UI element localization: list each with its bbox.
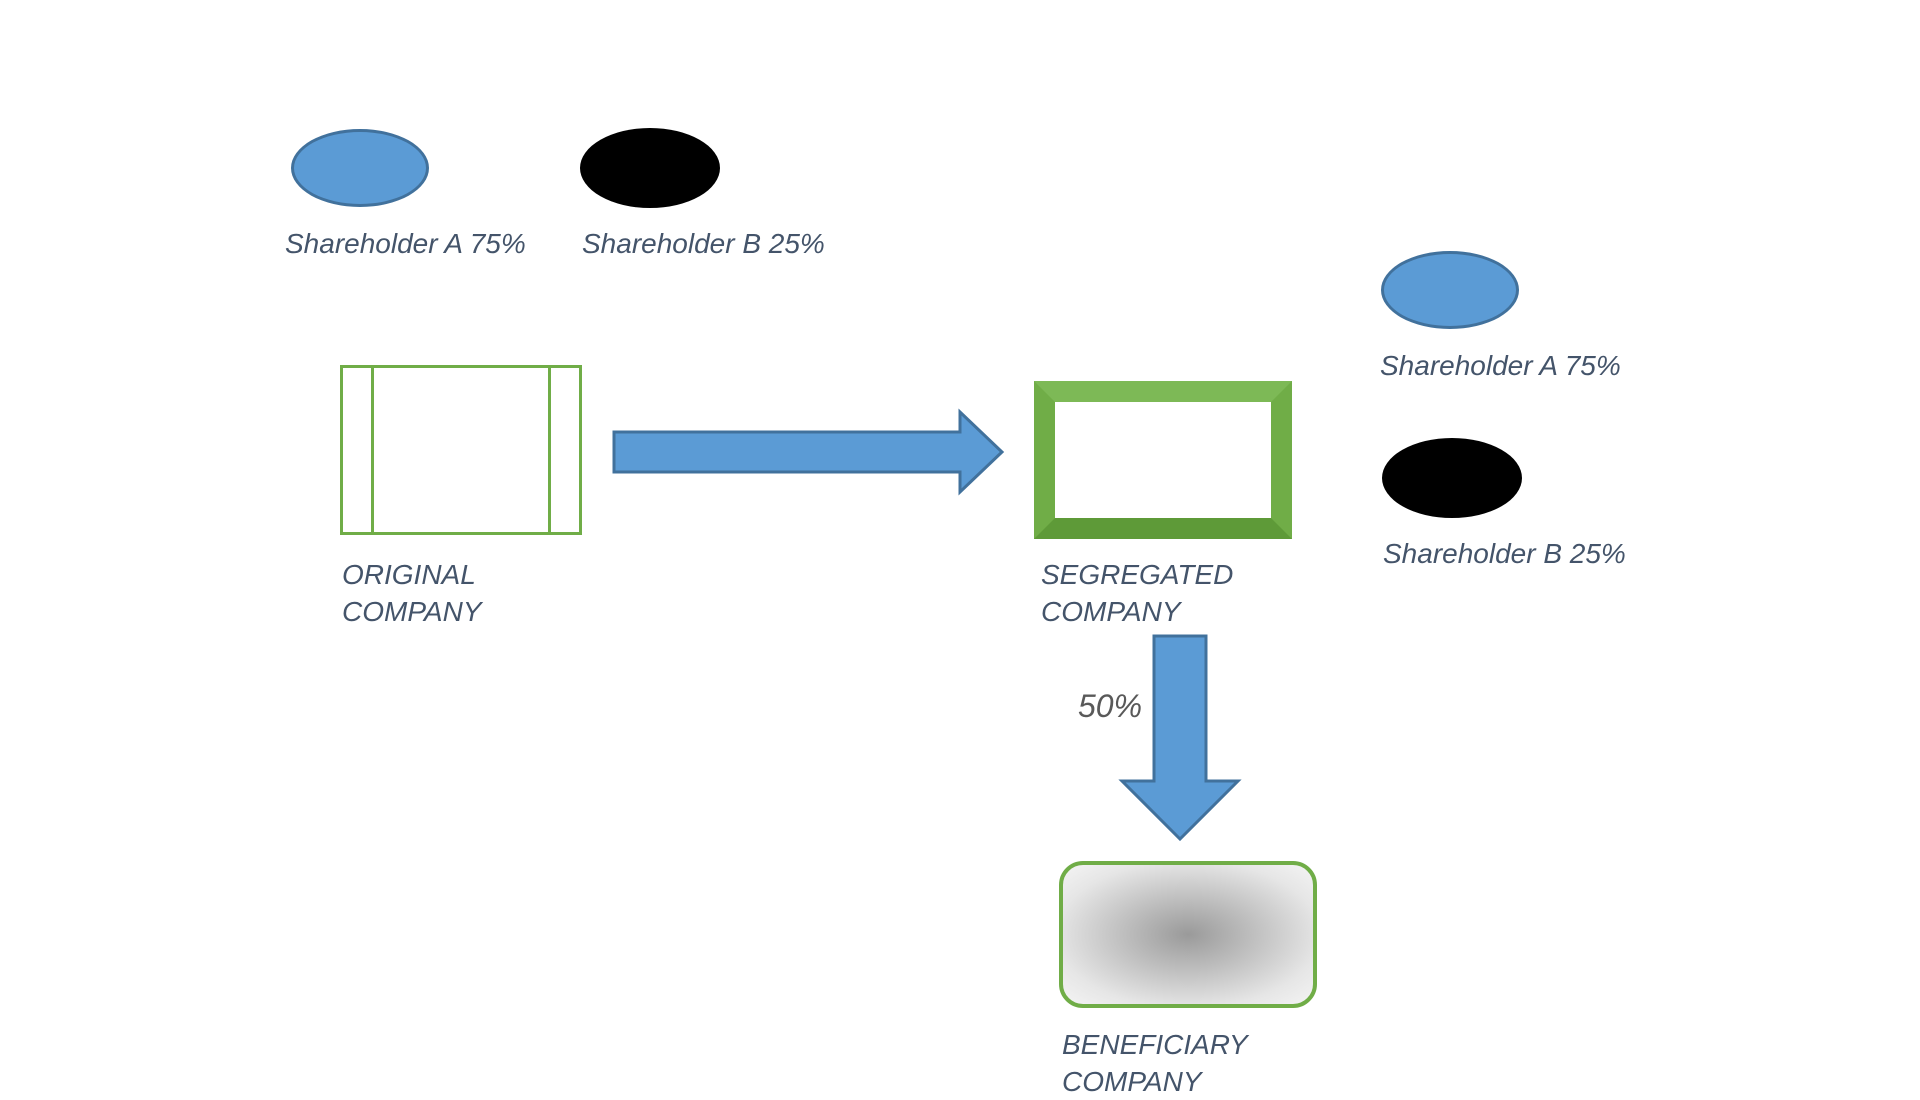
beneficiary-company-box [1059, 861, 1317, 1008]
shareholder-b-oval [580, 128, 720, 208]
right-arrow [612, 408, 1005, 496]
right-arrow-shape [612, 408, 1005, 496]
segregated-company-box [1034, 381, 1292, 539]
segregated-company-label: SEGREGATED COMPANY [1041, 556, 1233, 630]
beneficiary-company-label: BENEFICIARY COMPANY [1062, 1026, 1248, 1100]
down-arrow [1118, 634, 1242, 842]
down-arrow-shape [1118, 634, 1242, 842]
original-company-right-divider [548, 368, 551, 532]
shareholder-a-label: Shareholder A 75% [285, 228, 526, 259]
original-company-label-line1: ORIGINAL [342, 559, 476, 590]
original-company-label: ORIGINAL COMPANY [342, 556, 482, 630]
right-shareholder-a-label: Shareholder A 75% [1380, 350, 1621, 381]
shareholder-b-label: Shareholder B 25% [582, 228, 825, 259]
original-company-label-line2: COMPANY [342, 596, 482, 627]
beneficiary-company-label-line1: BENEFICIARY [1062, 1029, 1248, 1060]
segregated-company-label-line2: COMPANY [1041, 596, 1181, 627]
right-shareholder-b-oval [1382, 438, 1522, 518]
shareholder-a-oval [291, 129, 429, 207]
segregated-company-label-line1: SEGREGATED [1041, 559, 1234, 590]
right-shareholder-a-oval [1381, 251, 1519, 329]
right-shareholder-b-label: Shareholder B 25% [1383, 538, 1626, 569]
beneficiary-company-label-line2: COMPANY [1062, 1066, 1202, 1097]
transfer-percent-label: 50% [1078, 688, 1143, 724]
original-company-box [340, 365, 582, 535]
original-company-left-divider [371, 368, 374, 532]
